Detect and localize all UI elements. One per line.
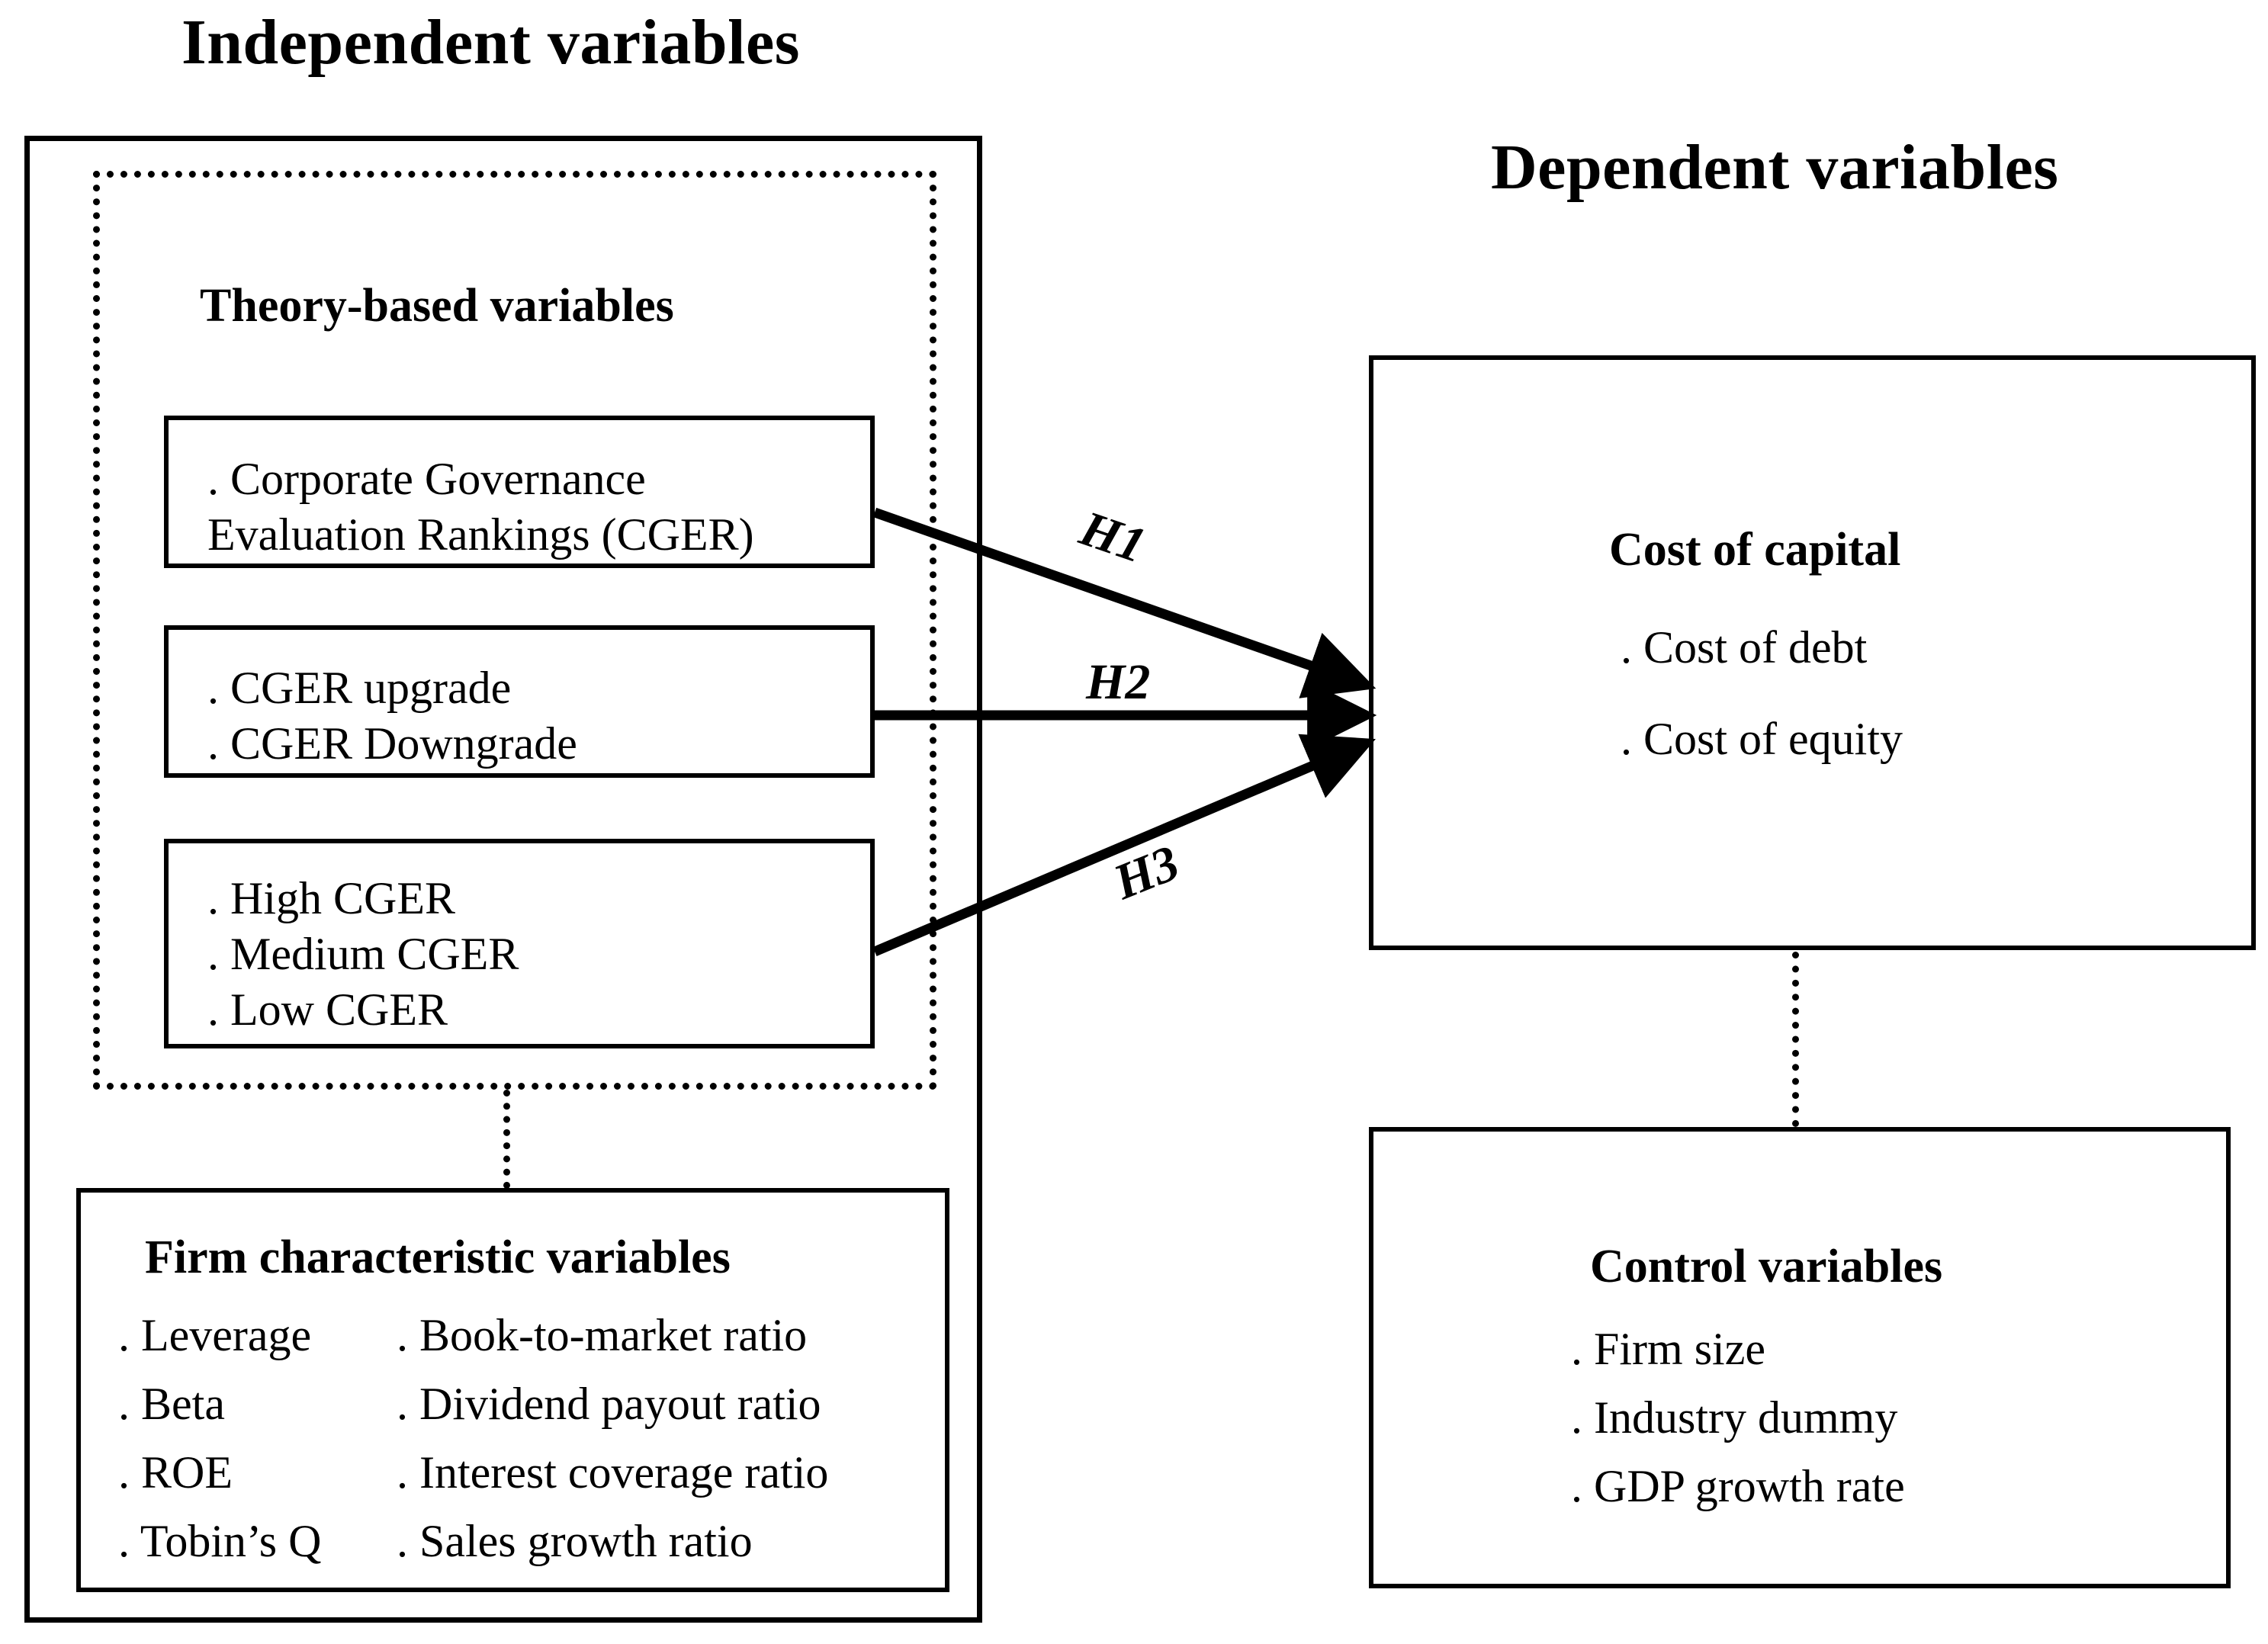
firm-var-dividend-payout-ratio: . Dividend payout ratio: [397, 1379, 821, 1429]
cost-of-equity-item: . Cost of equity: [1621, 714, 1903, 764]
theory-to-firm-connector: [503, 1090, 510, 1189]
firm-var-sales-growth-ratio: . Sales growth ratio: [397, 1516, 753, 1566]
control-variables-heading: Control variables: [1590, 1241, 1943, 1292]
firm-characteristic-variables-heading: Firm characteristic variables: [145, 1231, 731, 1283]
control-var-gdp-growth-rate: . GDP growth rate: [1571, 1461, 1905, 1511]
firm-var-roe: . ROE: [118, 1447, 233, 1498]
variable-box-cger-level-text: . High CGER . Medium CGER . Low CGER: [207, 873, 519, 1036]
theory-based-variables-heading: Theory-based variables: [200, 280, 674, 332]
dependent-variables-title: Dependent variables: [1491, 132, 2059, 203]
variable-box-cger-level[interactable]: [164, 839, 875, 1048]
cost-to-control-connector: [1792, 952, 1799, 1127]
control-variables-box[interactable]: [1369, 1127, 2231, 1588]
hypothesis-label-h3: H3: [1106, 834, 1187, 910]
cost-of-capital-heading: Cost of capital: [1609, 524, 1901, 576]
control-var-firm-size: . Firm size: [1571, 1324, 1765, 1374]
variable-box-cger[interactable]: [164, 416, 875, 568]
firm-var-leverage: . Leverage: [118, 1310, 312, 1360]
cost-of-capital-box[interactable]: [1369, 355, 2256, 950]
cost-of-debt-item: . Cost of debt: [1621, 622, 1868, 673]
control-var-industry-dummy: . Industry dummy: [1571, 1392, 1898, 1443]
hypothesis-label-h2: H2: [1086, 654, 1151, 710]
variable-box-cger-change[interactable]: [164, 625, 875, 778]
independent-variables-title: Independent variables: [182, 7, 800, 78]
firm-characteristic-variables-box[interactable]: [76, 1188, 949, 1592]
firm-var-interest-coverage-ratio: . Interest coverage ratio: [397, 1447, 829, 1498]
variable-box-cger-text: . Corporate Governance Evaluation Rankin…: [207, 454, 754, 560]
firm-var-tobins-q: . Tobin’s Q: [118, 1516, 322, 1566]
variable-box-cger-change-text: . CGER upgrade . CGER Downgrade: [207, 663, 577, 769]
firm-var-beta: . Beta: [118, 1379, 225, 1429]
firm-var-book-to-market-ratio: . Book-to-market ratio: [397, 1310, 808, 1360]
hypothesis-label-h1: H1: [1073, 500, 1153, 574]
